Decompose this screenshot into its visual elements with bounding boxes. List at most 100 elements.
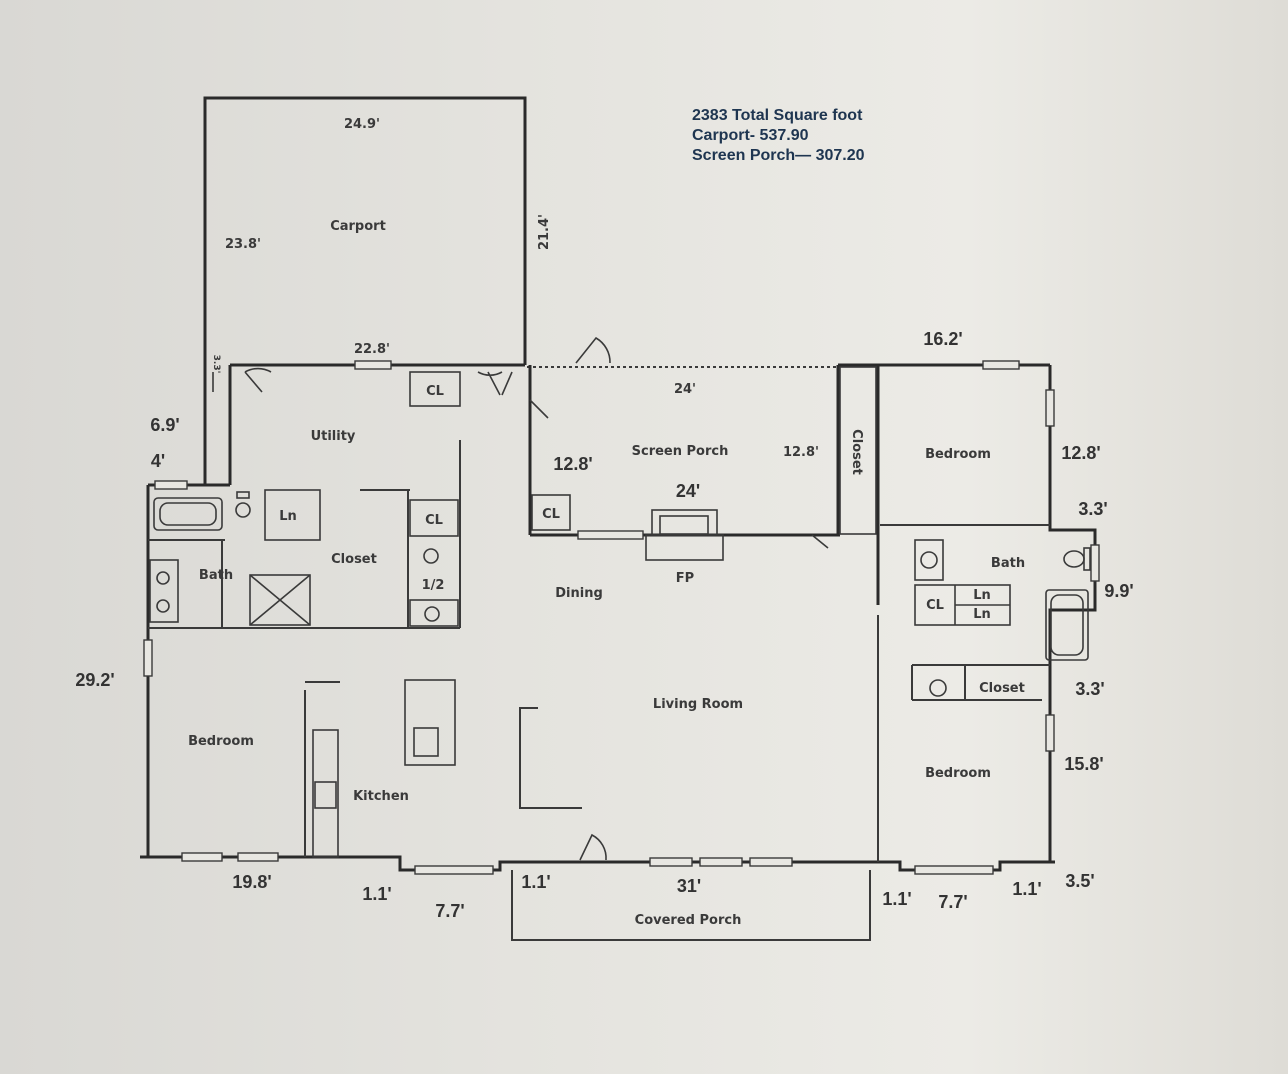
window xyxy=(1045,389,1055,427)
room-bedroom-ne: Bedroom xyxy=(925,447,991,462)
door-swing xyxy=(501,371,513,396)
dim-porch-right: 12.8' xyxy=(783,445,819,460)
window xyxy=(914,865,994,875)
toilet xyxy=(1063,550,1085,568)
dim-left-29-2: 29.2' xyxy=(75,670,114,690)
dim-right-12-8: 12.8' xyxy=(1061,443,1100,463)
window xyxy=(699,857,743,867)
dim-porch-left: 12.8' xyxy=(553,454,592,474)
living-partition xyxy=(519,707,582,809)
door-swing xyxy=(529,399,549,419)
window xyxy=(749,857,793,867)
dim-bottom-1-1c: 1.1' xyxy=(882,889,911,909)
dim-bottom-7-7b: 7.7' xyxy=(938,892,967,912)
dim-carport-left: 23.8' xyxy=(225,237,261,252)
room-dining: Dining xyxy=(555,586,603,601)
dim-right-9-9: 9.9' xyxy=(1104,581,1133,601)
kitchen-sink xyxy=(413,727,439,757)
sink xyxy=(929,679,947,697)
room-covered-porch: Covered Porch xyxy=(635,913,742,928)
dim-porch-width: 24' xyxy=(676,481,700,501)
half-bath-sink-counter xyxy=(409,599,459,627)
room-closet-w: Closet xyxy=(331,552,377,567)
stove xyxy=(314,781,337,809)
room-labels: Carport Utility Screen Porch Closet Bedr… xyxy=(188,219,1025,928)
interior-walls xyxy=(148,365,1050,941)
linen-closet-w xyxy=(264,489,321,541)
closet-vertical-box xyxy=(839,366,877,535)
closet-utility xyxy=(409,371,461,407)
window xyxy=(982,360,1020,370)
vanity xyxy=(149,559,179,623)
sink xyxy=(156,599,170,613)
door-swing xyxy=(575,336,611,364)
bathtub-basin xyxy=(1050,594,1084,656)
dim-bottom-19-8: 19.8' xyxy=(232,872,271,892)
label-cl: CL xyxy=(425,513,443,528)
total-square-foot: 2383 Total Square foot xyxy=(692,107,863,124)
toilet-tank xyxy=(236,491,250,499)
attic-access xyxy=(249,574,311,626)
door-swing xyxy=(244,367,272,393)
closet-porch xyxy=(531,494,571,531)
dim-small-side: 3.3' xyxy=(211,355,221,374)
toilet-tank xyxy=(1083,547,1091,571)
label-ln: Ln xyxy=(973,607,991,622)
window xyxy=(577,530,644,540)
sink xyxy=(920,551,938,569)
room-carport: Carport xyxy=(330,219,386,234)
covered-porch-outline xyxy=(511,870,871,941)
sink xyxy=(156,571,170,585)
dim-bottom-1-1d: 1.1' xyxy=(1012,879,1041,899)
dim-left-6-9: 6.9' xyxy=(150,415,179,435)
dim-carport-right: 21.4' xyxy=(537,214,552,250)
fixtures xyxy=(149,366,1091,858)
dim-bottom-1-1b: 1.1' xyxy=(521,872,550,892)
room-screen-porch: Screen Porch xyxy=(632,444,729,459)
bathtub xyxy=(1045,589,1089,661)
dim-bottom-31: 31' xyxy=(677,876,701,896)
door-swing xyxy=(477,371,503,396)
carport-wall xyxy=(203,96,527,485)
dimension-labels: 24.9' 23.8' 21.4' 3.3' 22.8' 24' 16.2' 6… xyxy=(75,117,1133,921)
door-swing xyxy=(811,534,829,549)
room-bath-w: Bath xyxy=(199,568,233,583)
room-living: Living Room xyxy=(653,697,743,712)
label-ln: Ln xyxy=(973,588,991,603)
doors xyxy=(212,336,829,861)
room-fp: FP xyxy=(676,571,694,586)
dim-right-15-8: 15.8' xyxy=(1064,754,1103,774)
windows xyxy=(143,360,1100,875)
closet-mid xyxy=(409,499,459,537)
fireplace-firebox xyxy=(659,515,709,535)
dim-right-3-3b: 3.3' xyxy=(1075,679,1104,699)
kitchen-counter xyxy=(312,729,339,858)
bathtub-basin xyxy=(159,502,217,526)
carport-area: Carport- 537.90 xyxy=(692,127,809,144)
window xyxy=(1090,544,1100,582)
window xyxy=(414,865,494,875)
sink xyxy=(424,606,440,622)
kitchen-island xyxy=(404,679,456,766)
dim-right-3-5: 3.5' xyxy=(1065,871,1094,891)
dim-top-right: 16.2' xyxy=(923,329,962,349)
label-cl: CL xyxy=(542,507,560,522)
room-bedroom-se: Bedroom xyxy=(925,766,991,781)
door-swing xyxy=(579,833,607,861)
window xyxy=(354,360,392,370)
toilet xyxy=(235,502,251,518)
dim-left-4: 4' xyxy=(151,451,165,471)
room-closet-e: Closet xyxy=(979,681,1025,696)
label-ln: Ln xyxy=(279,509,297,524)
room-bedroom-w: Bedroom xyxy=(188,734,254,749)
room-utility: Utility xyxy=(311,429,356,444)
window xyxy=(237,852,279,862)
window xyxy=(181,852,223,862)
dim-bottom-1-1a: 1.1' xyxy=(362,884,391,904)
attic-access-x xyxy=(249,574,311,626)
screen-porch-area: Screen Porch— 307.20 xyxy=(692,147,865,164)
exterior-walls xyxy=(140,96,1097,872)
window xyxy=(143,639,153,677)
window xyxy=(1045,714,1055,752)
